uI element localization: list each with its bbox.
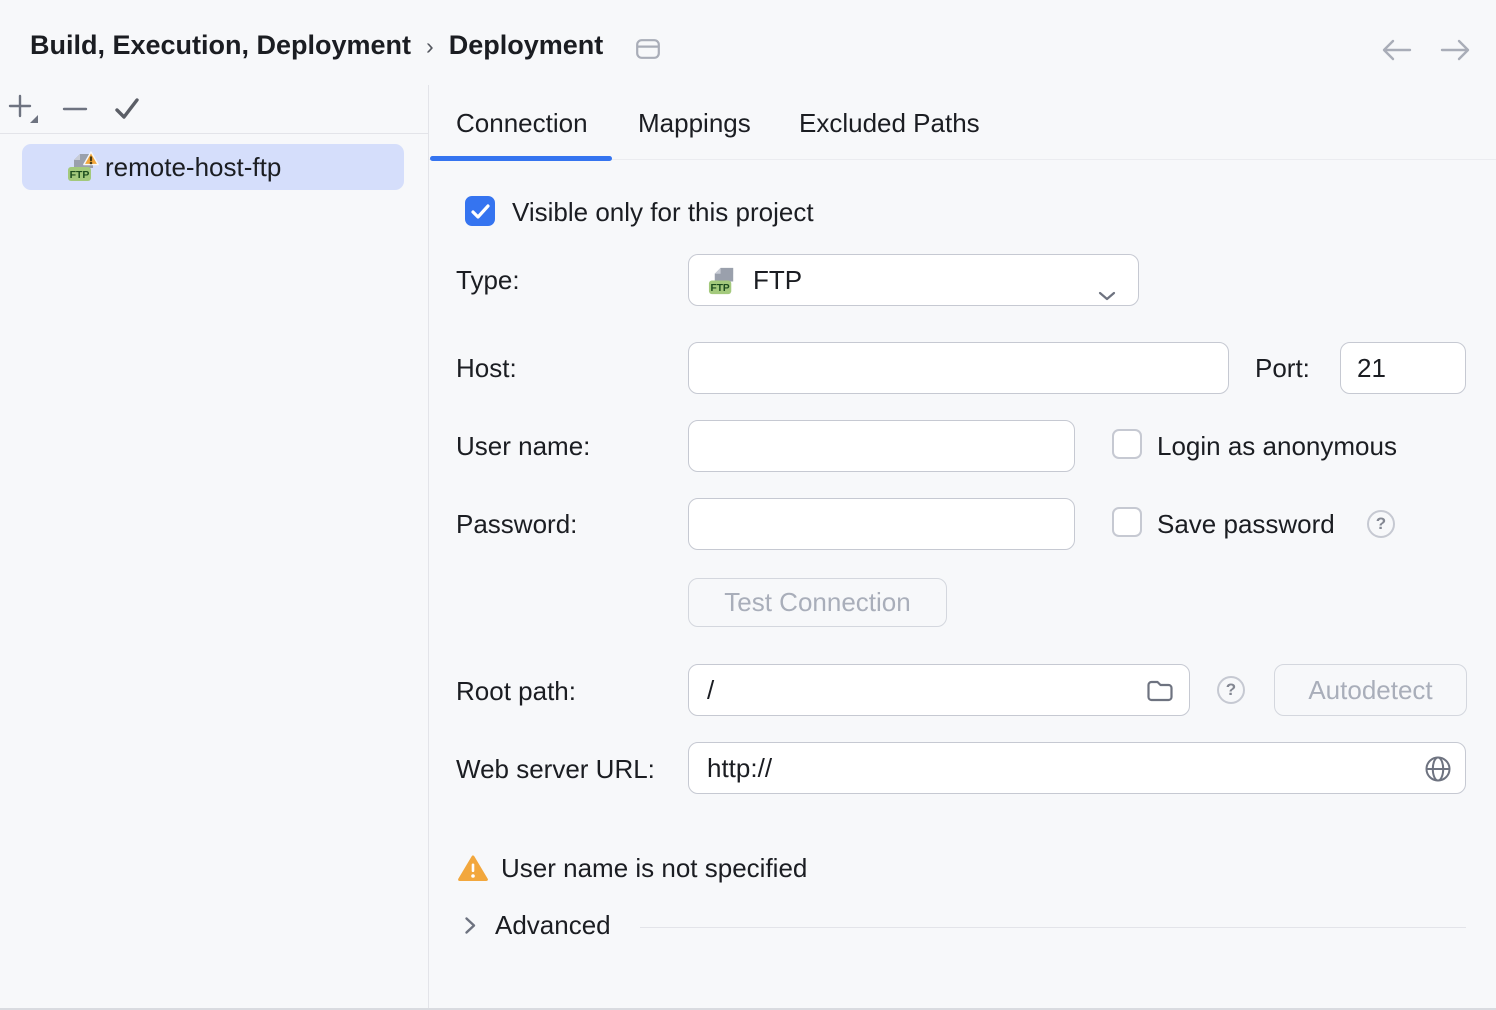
back-arrow-icon[interactable] xyxy=(1380,36,1414,64)
svg-text:FTP: FTP xyxy=(70,169,90,181)
test-connection-button[interactable]: Test Connection xyxy=(688,578,947,627)
tab-mappings[interactable]: Mappings xyxy=(638,108,751,138)
breadcrumb: Build, Execution, Deployment › Deploymen… xyxy=(30,30,661,61)
svg-text:FTP: FTP xyxy=(710,283,729,294)
advanced-section-toggle[interactable]: Advanced xyxy=(464,910,611,941)
tab-excluded-paths[interactable]: Excluded Paths xyxy=(799,108,980,138)
open-in-browser-globe-icon[interactable] xyxy=(1423,754,1453,784)
save-password-checkbox[interactable] xyxy=(1112,507,1142,537)
web-server-url-input[interactable] xyxy=(688,742,1466,794)
breadcrumb-item-deployment[interactable]: Deployment xyxy=(448,30,604,60)
breadcrumb-item-build-execution-deployment[interactable]: Build, Execution, Deployment xyxy=(30,30,412,60)
root-path-help-icon[interactable]: ? xyxy=(1217,676,1245,704)
type-label: Type: xyxy=(456,265,520,295)
login-as-anonymous-label: Login as anonymous xyxy=(1157,431,1397,461)
dialog-bottom-divider xyxy=(0,1008,1496,1010)
advanced-section-divider xyxy=(640,927,1466,928)
user-name-label: User name: xyxy=(456,431,591,461)
remove-server-button[interactable] xyxy=(58,92,92,126)
tab-strip-baseline xyxy=(429,159,1496,160)
root-path-input[interactable] xyxy=(688,664,1190,716)
warning-icon xyxy=(458,855,488,882)
port-label: Port: xyxy=(1255,353,1310,383)
sidebar-content-divider xyxy=(428,85,429,1010)
history-navigation xyxy=(1380,36,1472,64)
user-name-input[interactable] xyxy=(688,420,1075,472)
save-password-label: Save password xyxy=(1157,509,1335,539)
server-list-item-remote-host-ftp[interactable]: FTP remote-host-ftp xyxy=(22,144,404,190)
active-tab-indicator xyxy=(430,156,612,161)
chevron-right-icon xyxy=(464,916,477,935)
forward-arrow-icon[interactable] xyxy=(1438,36,1472,64)
login-as-anonymous-checkbox[interactable] xyxy=(1112,429,1142,459)
host-input[interactable] xyxy=(688,342,1229,394)
use-as-default-button[interactable] xyxy=(110,92,144,126)
web-server-url-label: Web server URL: xyxy=(456,754,655,784)
chevron-down-icon xyxy=(1098,277,1116,308)
server-name: remote-host-ftp xyxy=(105,151,282,182)
sidebar-toolbar-divider xyxy=(0,133,428,134)
type-selected-value: FTP xyxy=(753,264,803,295)
in-dialog-indicator-icon xyxy=(636,33,661,59)
password-input[interactable] xyxy=(688,498,1075,550)
server-list-toolbar xyxy=(6,92,144,126)
password-label: Password: xyxy=(456,509,578,539)
validation-warning: User name is not specified xyxy=(458,853,807,884)
tab-connection[interactable]: Connection xyxy=(456,108,588,138)
browse-folder-icon[interactable] xyxy=(1146,679,1174,703)
warning-message: User name is not specified xyxy=(501,853,808,883)
advanced-section-label: Advanced xyxy=(495,910,611,940)
port-input[interactable] xyxy=(1340,342,1466,394)
add-server-button[interactable] xyxy=(6,92,40,126)
visible-only-project-checkbox[interactable] xyxy=(465,196,495,226)
type-select[interactable]: FTP FTP xyxy=(688,254,1139,306)
save-password-help-icon[interactable]: ? xyxy=(1367,510,1395,538)
root-path-label: Root path: xyxy=(456,676,576,706)
ftp-type-icon: FTP xyxy=(707,264,740,297)
autodetect-button[interactable]: Autodetect xyxy=(1274,664,1467,716)
ftp-server-warning-icon: FTP xyxy=(66,150,100,184)
host-label: Host: xyxy=(456,353,517,383)
breadcrumb-separator-icon: › xyxy=(426,33,434,59)
visible-only-project-label: Visible only for this project xyxy=(512,197,814,227)
